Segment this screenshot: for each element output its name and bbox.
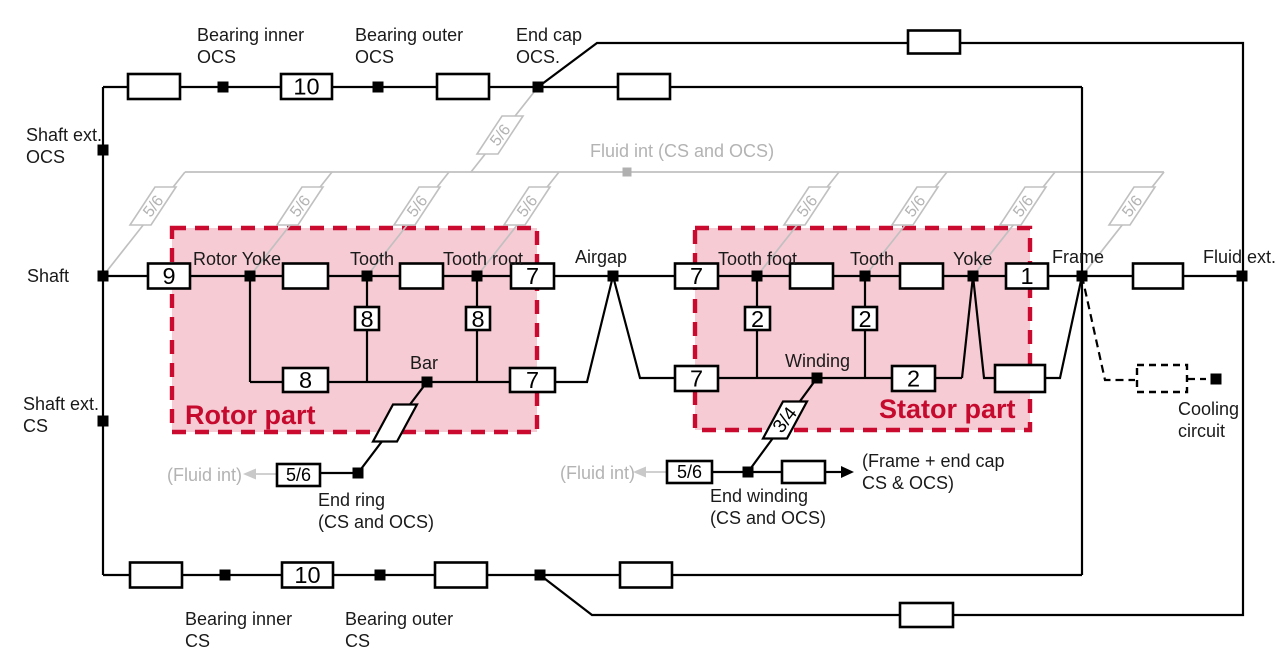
- res-stator-tooth-vert: 2: [858, 306, 871, 332]
- node-stator-tooth-foot: [751, 270, 763, 282]
- label-fluid-ext: Fluid ext.: [1203, 247, 1276, 267]
- svg-text:(CS and OCS): (CS and OCS): [318, 512, 434, 532]
- node-shaft: [97, 270, 109, 282]
- label-shaft-ext-ocs: Shaft ext.: [26, 125, 102, 145]
- res-rotor-root-vert: 8: [471, 306, 484, 332]
- node-cooling-circuit: [1210, 373, 1222, 385]
- label-end-ring: End ring: [318, 490, 385, 510]
- fluid-internal-network: 5/6 5/6 5/6 5/6 5/6 5/6 5/6 5/6 5/6 Flui…: [102, 86, 1165, 485]
- label-shaft: Shaft: [27, 266, 69, 286]
- label-rotor-tooth-root: Tooth root: [443, 249, 523, 269]
- node-rotor-tooth-root: [471, 270, 483, 282]
- node-bar: [421, 376, 433, 388]
- node-rotor-tooth: [361, 270, 373, 282]
- label-end-winding: End winding: [710, 486, 808, 506]
- svg-text:OCS: OCS: [197, 47, 236, 67]
- svg-text:OCS.: OCS.: [516, 47, 560, 67]
- fluid-int-stator-label: (Fluid int): [560, 463, 635, 483]
- label-stator-tooth: Tooth: [850, 249, 894, 269]
- node-shaft-ext-ocs: [97, 144, 109, 156]
- res-rotor-tooth-vert: 8: [360, 306, 373, 332]
- fluid-int-rotor-label: (Fluid int): [167, 465, 242, 485]
- res-rotor-lower: 8: [299, 367, 312, 393]
- label-stator-part: Stator part: [879, 394, 1016, 424]
- label-stator-yoke: Yoke: [953, 249, 992, 269]
- node-end-cap-cs: [534, 569, 546, 581]
- label-end-cap-ocs: End cap: [516, 25, 582, 45]
- node-shaft-ext-cs: [97, 415, 109, 427]
- node-bearing-outer-ocs: [372, 81, 384, 93]
- svg-text:(CS and OCS): (CS and OCS): [710, 508, 826, 528]
- label-shaft-ext-cs: Shaft ext.: [23, 394, 99, 414]
- svg-text:CS: CS: [185, 631, 210, 651]
- svg-text:CS: CS: [23, 416, 48, 436]
- label-rotor-yoke: Rotor Yoke: [193, 249, 281, 269]
- label-winding: Winding: [785, 351, 850, 371]
- node-end-cap-ocs: [532, 81, 544, 93]
- label-bearing-outer-cs: Bearing outer: [345, 609, 453, 629]
- label-frame-end-cap: (Frame + end cap: [862, 451, 1005, 471]
- node-rotor-yoke: [244, 270, 256, 282]
- resistor-boxes: 9 10 10 7 7 1 8 8 2 2 8 7 7 2 5/6 5/6: [126, 29, 1189, 629]
- node-frame: [1076, 270, 1088, 282]
- res-yoke-frame: 1: [1020, 263, 1033, 289]
- node-fluid-ext: [1236, 270, 1248, 282]
- svg-text:CS: CS: [345, 631, 370, 651]
- res-end-ring-fluid: 5/6: [286, 465, 311, 485]
- res-stator-lower2: 2: [907, 366, 920, 392]
- label-rotor-tooth: Tooth: [350, 249, 394, 269]
- svg-text:circuit: circuit: [1178, 421, 1225, 441]
- node-stator-tooth: [859, 270, 871, 282]
- node-bearing-inner-ocs: [217, 81, 229, 93]
- node-winding: [811, 372, 823, 384]
- node-bearing-inner-cs: [219, 569, 231, 581]
- res-stator-lower7: 7: [690, 366, 703, 392]
- fluid-int-label: Fluid int (CS and OCS): [590, 141, 774, 161]
- res-bearing-outer-cs: 10: [294, 562, 320, 588]
- fluid-int-node: [622, 167, 632, 177]
- res-stator-airgap: 7: [690, 263, 703, 289]
- nodes: [97, 81, 1248, 581]
- label-bar: Bar: [410, 353, 438, 373]
- svg-text:OCS: OCS: [355, 47, 394, 67]
- node-end-winding: [742, 466, 754, 478]
- label-rotor-part: Rotor part: [185, 400, 316, 430]
- node-stator-yoke: [967, 270, 979, 282]
- label-airgap: Airgap: [575, 247, 627, 267]
- node-airgap: [607, 270, 619, 282]
- label-cooling-circuit: Cooling: [1178, 399, 1239, 419]
- res-bearing-outer-ocs: 10: [293, 74, 319, 100]
- label-bearing-inner-ocs: Bearing inner: [197, 25, 304, 45]
- labels: Bearing inner OCS Bearing outer OCS End …: [23, 25, 1276, 651]
- res-end-winding-fluid: 5/6: [677, 462, 702, 482]
- res-shaft-yoke: 9: [162, 263, 175, 289]
- label-bearing-inner-cs: Bearing inner: [185, 609, 292, 629]
- svg-text:OCS: OCS: [26, 147, 65, 167]
- label-bearing-outer-ocs: Bearing outer: [355, 25, 463, 45]
- node-end-ring: [352, 467, 364, 479]
- res-rotor-lower7: 7: [526, 367, 539, 393]
- res-stator-foot-vert: 2: [751, 306, 764, 332]
- label-frame: Frame: [1052, 247, 1104, 267]
- node-bearing-outer-cs: [374, 569, 386, 581]
- label-stator-tooth-foot: Tooth foot: [718, 249, 797, 269]
- res-rotor-airgap: 7: [526, 263, 539, 289]
- svg-text:CS & OCS): CS & OCS): [862, 473, 954, 493]
